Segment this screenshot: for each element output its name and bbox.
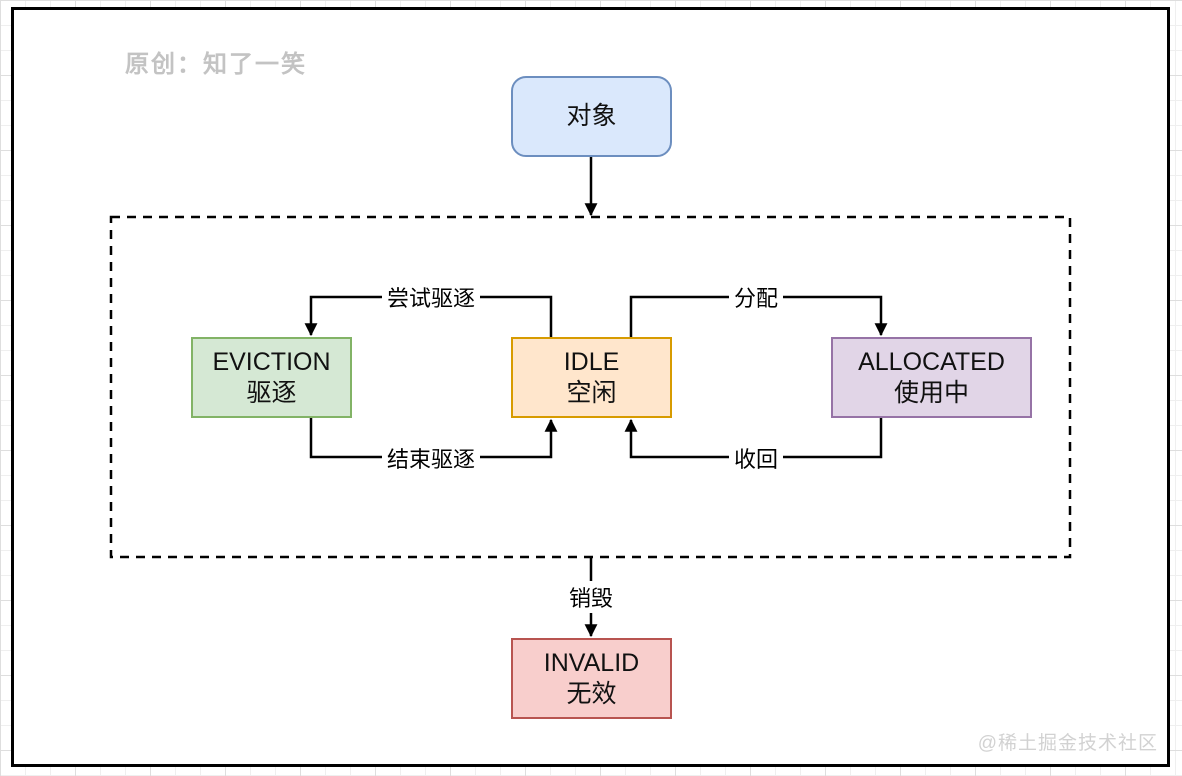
pool-boundary-dashed-box [109,215,1072,559]
node-invalid: INVALID 无效 [511,638,672,719]
node-idle: IDLE 空闲 [511,337,672,418]
node-eviction-subtitle: 驱逐 [246,378,297,407]
edge-label-try-evict: 尝试驱逐 [381,281,481,313]
node-eviction-title: EVICTION [212,347,331,376]
node-object-title: 对象 [566,102,617,130]
watermark-community: @稀土掘金技术社区 [977,733,1158,754]
node-eviction: EVICTION 驱逐 [191,337,352,418]
edge-label-reclaim: 收回 [728,442,784,474]
node-object: 对象 [511,76,672,157]
edge-label-allocate: 分配 [728,281,784,313]
node-allocated-title: ALLOCATED [858,347,1005,376]
node-allocated: ALLOCATED 使用中 [831,337,1032,418]
watermark-author: 原创：知了一笑 [125,51,307,78]
node-idle-title: IDLE [563,347,620,376]
node-invalid-title: INVALID [543,648,640,677]
edge-label-destroy: 销毁 [563,581,619,613]
node-allocated-subtitle: 使用中 [893,378,969,407]
edge-label-end-evict: 结束驱逐 [381,442,481,474]
node-idle-subtitle: 空闲 [566,378,617,407]
node-invalid-subtitle: 无效 [566,679,617,708]
